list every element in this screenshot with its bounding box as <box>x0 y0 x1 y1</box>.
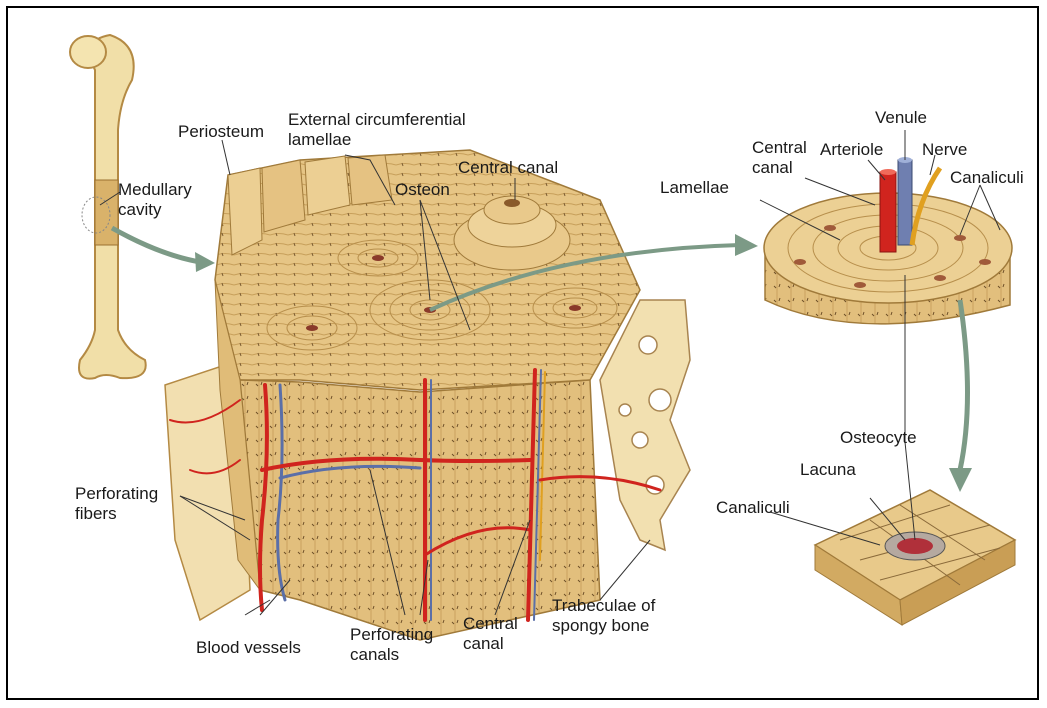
label-perforating-fibers: Perforating fibers <box>75 484 158 524</box>
label-osteon: Osteon <box>395 180 450 200</box>
label-periosteum: Periosteum <box>178 122 264 142</box>
label-lacuna: Lacuna <box>800 460 856 480</box>
label-canaliculi-top: Canaliculi <box>950 168 1024 188</box>
label-medullary-cavity: Medullary cavity <box>118 180 192 220</box>
label-central-canal-right: Central canal <box>752 138 807 178</box>
label-lamellae: Lamellae <box>660 178 729 198</box>
label-arteriole: Arteriole <box>820 140 883 160</box>
label-central-canal-top: Central canal <box>458 158 558 178</box>
label-external-lamellae: External circumferential lamellae <box>288 110 466 150</box>
label-blood-vessels: Blood vessels <box>196 638 301 658</box>
label-osteocyte: Osteocyte <box>840 428 917 448</box>
label-perforating-canals: Perforating canals <box>350 625 433 665</box>
label-canaliculi-bottom: Canaliculi <box>716 498 790 518</box>
label-trabeculae: Trabeculae of spongy bone <box>552 596 655 636</box>
label-nerve: Nerve <box>922 140 967 160</box>
label-central-canal-bottom: Central canal <box>463 614 518 654</box>
osteocyte-tile <box>815 490 1015 625</box>
label-venule: Venule <box>875 108 927 128</box>
